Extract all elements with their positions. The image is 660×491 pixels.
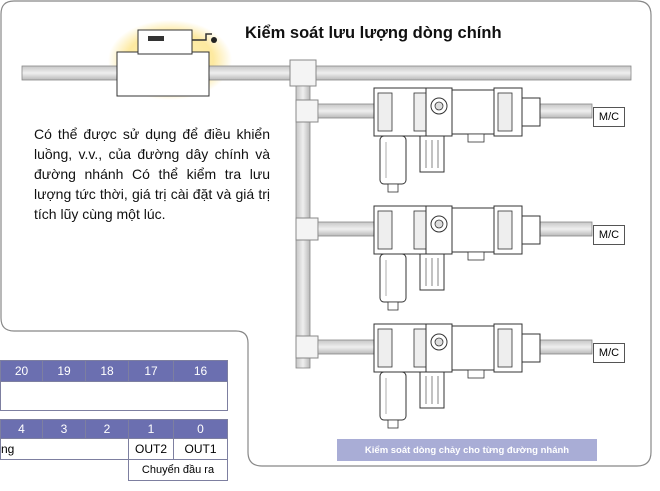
branch-control-caption: Kiểm soát dòng chảy cho từng đường nhánh [337,439,597,461]
description-text: Có thể được sử dụng để điều khiển luồng,… [34,126,270,222]
bit-cell: 18 [85,360,129,382]
table-row-empty [0,381,228,411]
bit-cell: 19 [42,360,86,382]
branch-2 [295,205,593,311]
diagram-title: Kiểm soát lưu lượng dòng chính [245,24,502,42]
machine-label: M/C [593,225,625,245]
bit-cell: 0 [173,419,228,439]
branch-1 [295,87,593,193]
machine-label: M/C [593,343,625,363]
branch-3 [295,323,593,429]
bit-table: 20 19 18 17 16 4 3 2 1 0 ng OUT2 OUT1 Ch… [0,360,246,491]
output-switch-cell: Chuyển đầu ra [128,459,228,481]
machine-label: M/C [593,107,625,127]
